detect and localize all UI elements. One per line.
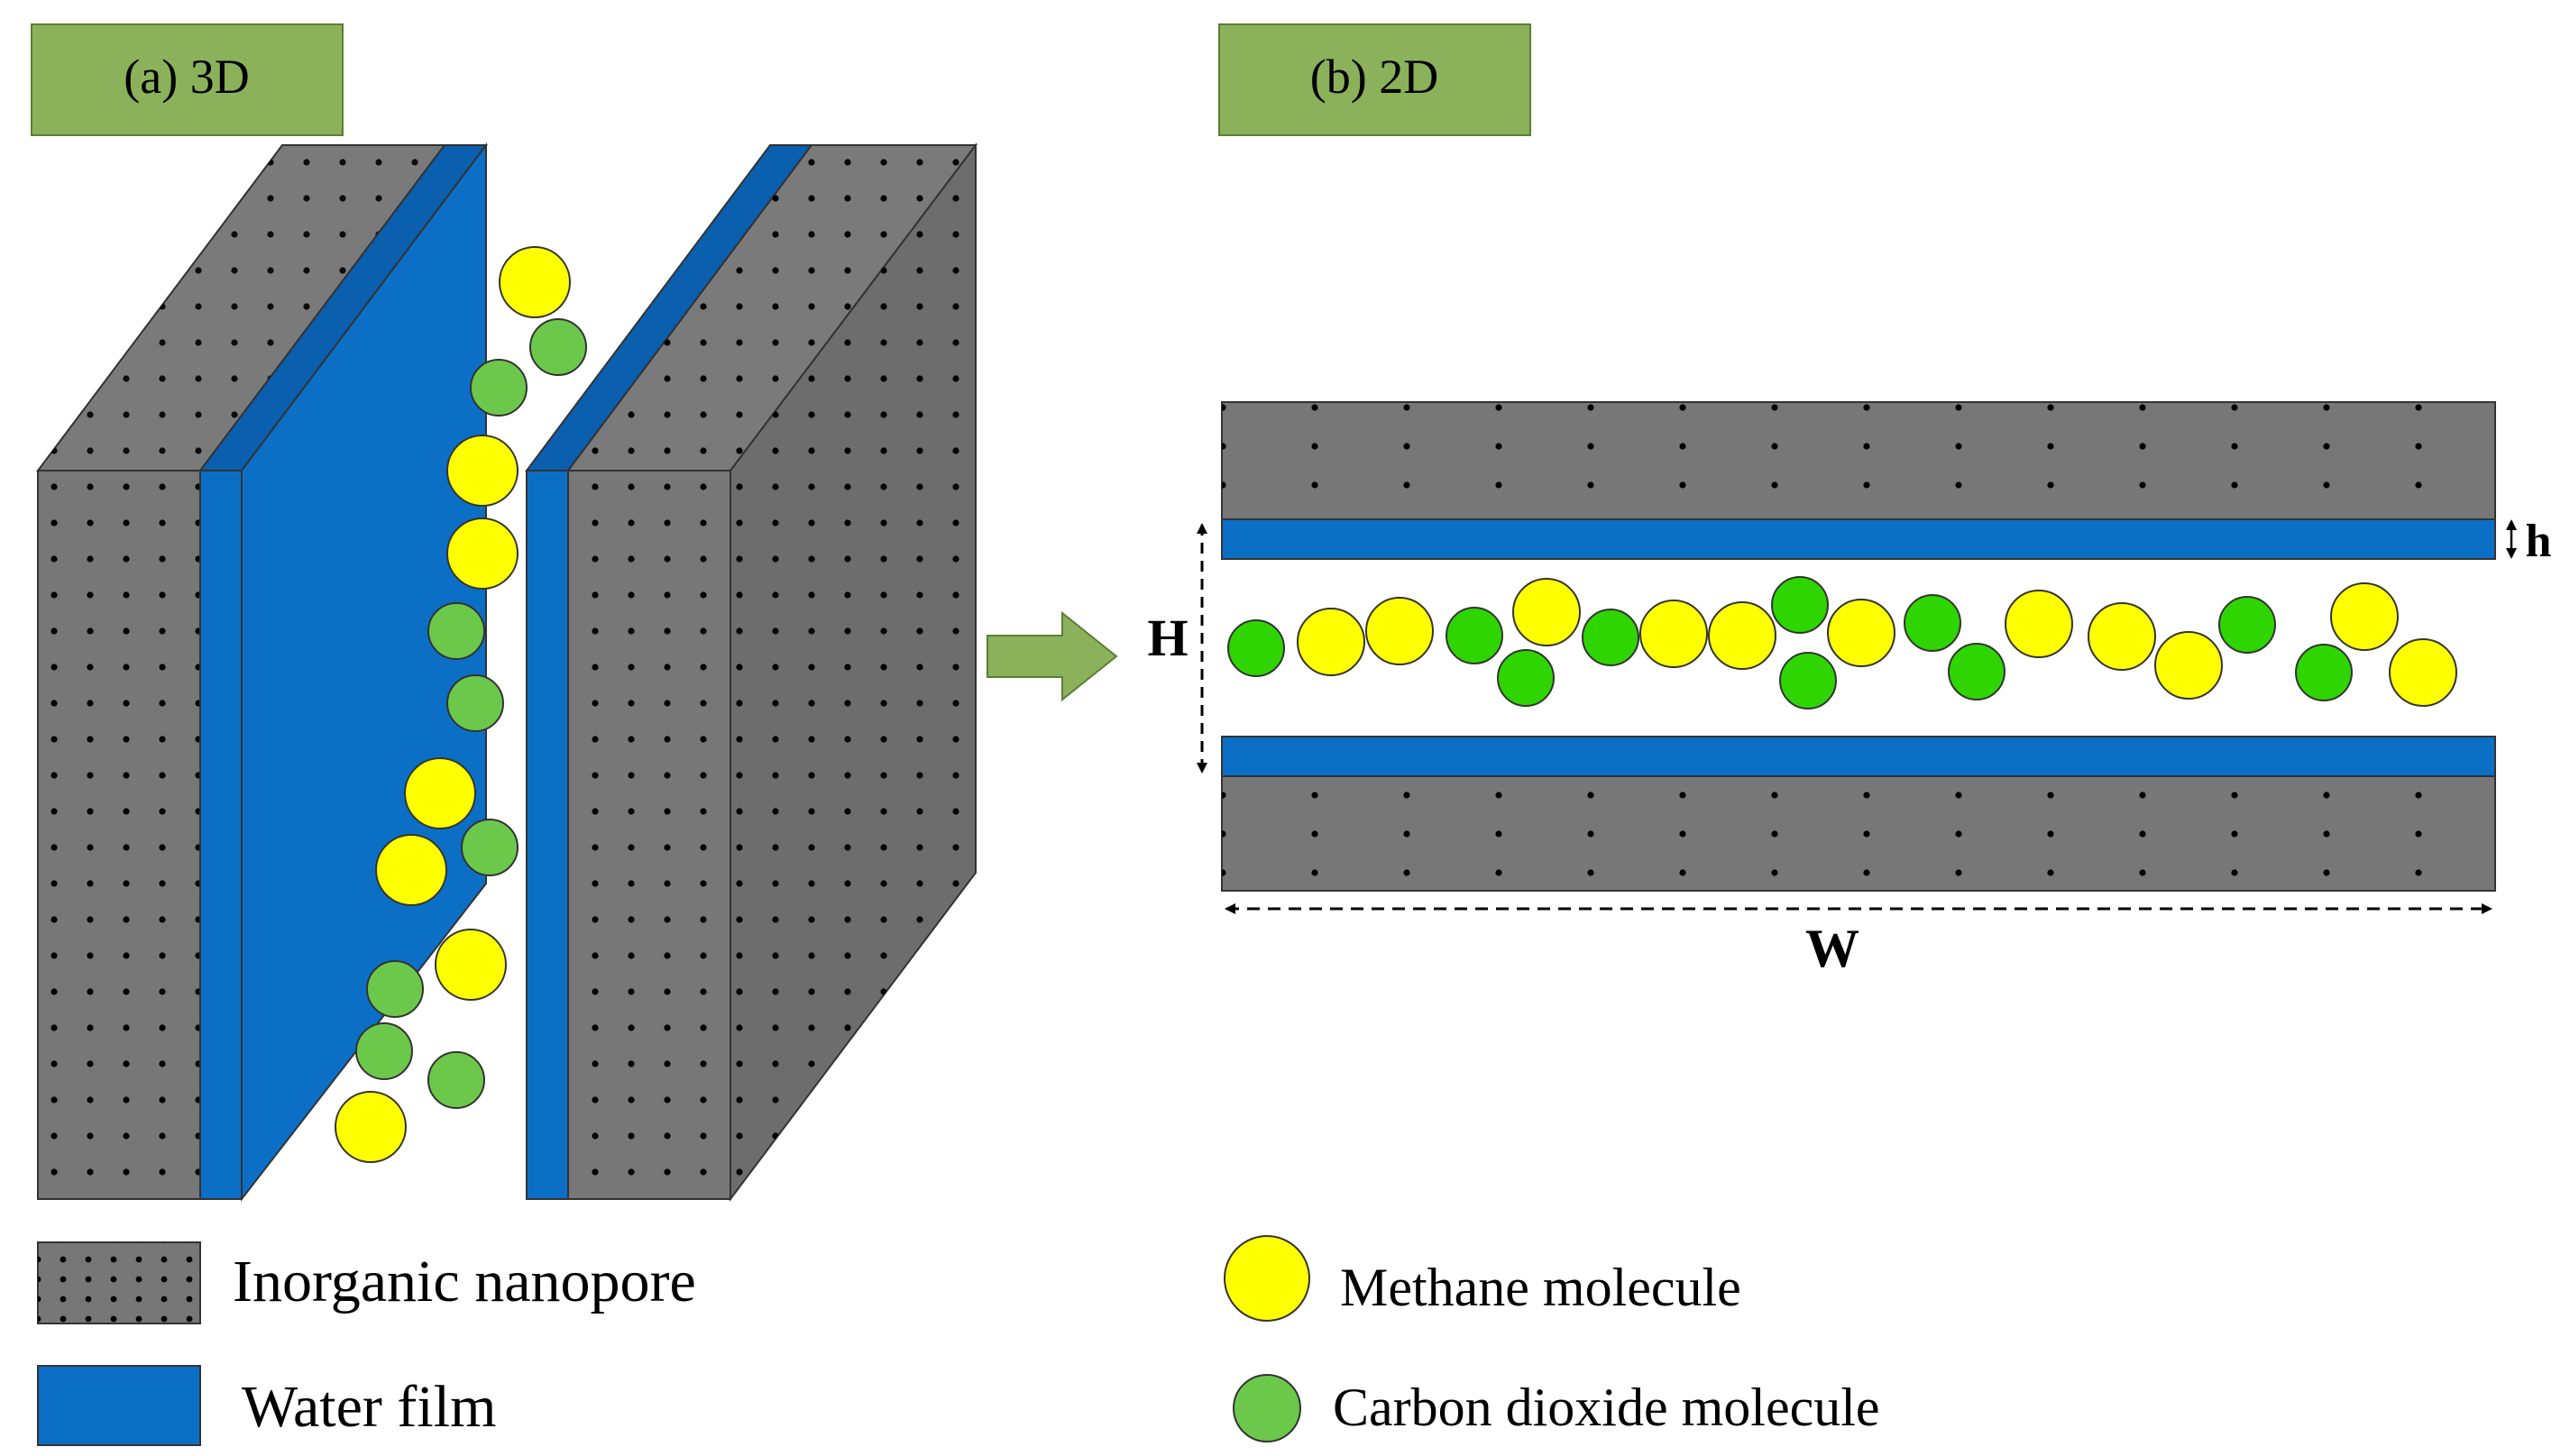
2d-co2-molecule <box>1497 649 1555 707</box>
svg-text:Water film: Water film <box>242 1374 496 1440</box>
left-slab <box>35 144 447 1200</box>
legend-methane: Methane molecule <box>1224 1235 1741 1322</box>
3d-co2-molecule <box>427 602 485 660</box>
right-slab <box>525 142 978 1202</box>
methane-icon <box>1224 1235 1310 1322</box>
3d-methane-molecule <box>446 435 519 507</box>
2d-methane-molecule <box>2389 638 2457 707</box>
legend-water-film: Water film <box>37 1365 496 1446</box>
2d-methane-molecule <box>2088 602 2156 671</box>
panel-b-label: (b) 2D <box>1218 23 1531 136</box>
2d-methane-molecule <box>2005 590 2073 658</box>
pore-3d <box>35 142 978 1202</box>
legend-co2: Carbon dioxide molecule <box>1233 1374 1880 1442</box>
height-label: H <box>1147 609 1188 667</box>
2d-co2-molecule <box>1582 609 1639 666</box>
3d-co2-molecule <box>355 1022 413 1080</box>
2d-co2-molecule <box>1227 619 1285 677</box>
3d-co2-molecule <box>427 1051 485 1109</box>
2d-methane-molecule <box>1512 578 1581 646</box>
2d-co2-molecule <box>1779 652 1837 710</box>
3d-methane-molecule <box>435 929 507 1001</box>
2d-methane-molecule <box>1827 599 1895 667</box>
2d-co2-molecule <box>1904 594 1961 652</box>
3d-co2-molecule <box>446 674 504 732</box>
top-wall <box>1221 401 2496 520</box>
3d-methane-molecule <box>446 517 519 590</box>
2d-co2-molecule <box>1948 643 2006 701</box>
co2-icon <box>1233 1374 1301 1442</box>
panel-a-label: (a) 3D <box>31 23 344 136</box>
svg-text:Methane molecule: Methane molecule <box>1340 1258 1741 1317</box>
transition-arrow <box>987 610 1118 702</box>
legend-nanopore: Inorganic nanopore <box>37 1241 696 1324</box>
2d-methane-molecule <box>1365 597 1434 665</box>
svg-text:Inorganic nanopore: Inorganic nanopore <box>233 1249 696 1314</box>
svg-text:(b) 2D: (b) 2D <box>1310 50 1438 104</box>
2d-co2-molecule <box>2295 644 2353 701</box>
2d-methane-molecule <box>2330 582 2399 651</box>
width-label: W <box>1805 919 1859 978</box>
pore-2d: H h W <box>1147 401 2552 978</box>
3d-methane-molecule <box>499 246 571 318</box>
2d-methane-molecule <box>1708 601 1776 670</box>
bottom-wall <box>1221 775 2496 892</box>
3d-co2-molecule <box>470 359 528 417</box>
2d-co2-molecule <box>2218 596 2276 654</box>
legend: Inorganic nanopore Water film Methane mo… <box>37 1235 1880 1446</box>
molecules-2d <box>1227 576 2457 710</box>
bottom-water-film <box>1221 736 2496 777</box>
svg-text:(a) 3D: (a) 3D <box>124 50 249 104</box>
3d-methane-molecule <box>375 834 447 906</box>
3d-methane-molecule <box>404 757 476 829</box>
3d-co2-molecule <box>366 960 424 1018</box>
2d-co2-molecule <box>1446 607 1503 664</box>
top-water-film <box>1221 518 2496 560</box>
svg-text:Carbon dioxide molecule: Carbon dioxide molecule <box>1333 1378 1880 1437</box>
left-water-film <box>197 142 489 1202</box>
3d-methane-molecule <box>335 1091 407 1163</box>
3d-co2-molecule <box>529 318 587 376</box>
2d-methane-molecule <box>1297 608 1365 676</box>
3d-co2-molecule <box>461 819 519 876</box>
molecules-3d <box>335 246 587 1163</box>
2d-methane-molecule <box>2154 631 2223 700</box>
film-thickness-label: h <box>2526 516 2552 567</box>
2d-co2-molecule <box>1771 576 1829 634</box>
2d-methane-molecule <box>1639 600 1708 668</box>
